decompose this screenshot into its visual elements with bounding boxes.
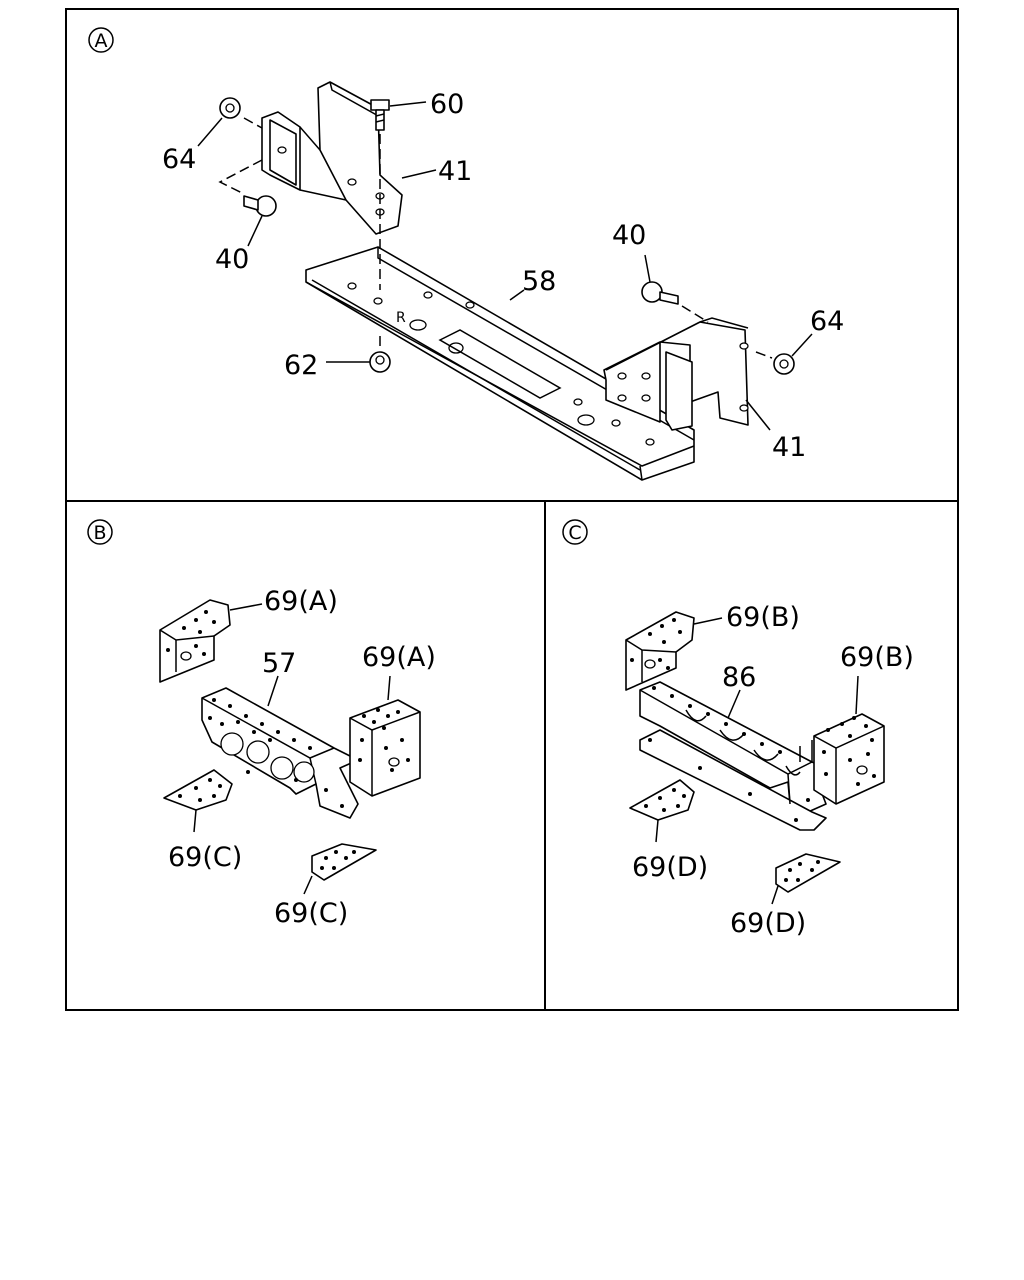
section-a-marker: A [88,27,114,53]
bolt-60 [370,99,390,131]
callout-69b-right: 69(B) [840,642,914,673]
channel-57 [201,687,359,819]
channel-86 [639,681,827,831]
bolt-40-left [243,195,277,217]
nut-64-right [773,353,795,375]
diagram-outer-frame [65,8,959,1011]
callout-64-left: 64 [162,144,196,175]
callout-69a-top: 69(A) [264,586,338,617]
callout-64-right: 64 [810,306,844,337]
callout-69b-top: 69(B) [726,602,800,633]
callout-41-top: 41 [438,156,472,187]
section-c-letter: C [568,522,581,544]
callout-69d-bottom: 69(D) [730,908,806,939]
plate-69c-bottom [311,843,377,881]
section-a-letter: A [95,30,108,52]
callout-69d-left: 69(D) [632,852,708,883]
callout-40-left: 40 [215,244,249,275]
plate-69a-top [159,599,231,683]
plate-69b-top [625,611,695,691]
plate-69c-left [163,769,233,811]
callout-86: 86 [722,662,756,693]
callout-60: 60 [430,89,464,120]
callout-69a-right: 69(A) [362,642,436,673]
section-b-drawing: 69(A) 57 69(A) 69(C) 69(C) [159,586,436,929]
callout-58: 58 [522,266,556,297]
section-b-letter: B [93,522,106,544]
svg-text:R: R [396,310,406,326]
callout-62: 62 [284,350,318,381]
section-c-marker: C [562,519,588,545]
block-69b-right [813,713,885,805]
callout-57: 57 [262,648,296,679]
plate-69d-bottom [775,853,841,893]
callout-40-right: 40 [612,220,646,251]
section-a-drawing: R [162,81,844,481]
callout-69c-left: 69(C) [168,842,242,873]
nut-64-left [219,97,241,119]
cross-member-58: R [305,246,695,481]
bolt-40-right [641,281,679,305]
nut-62 [369,351,391,373]
section-c-drawing: 69(B) 86 69(B) 69(D) 69(D) [625,602,914,939]
bracket-41-right [603,317,749,431]
block-69a-right [349,699,421,797]
plate-69d-left [629,779,695,821]
callout-41-bottom: 41 [772,432,806,463]
callout-69c-bottom: 69(C) [274,898,348,929]
section-b-marker: B [87,519,113,545]
